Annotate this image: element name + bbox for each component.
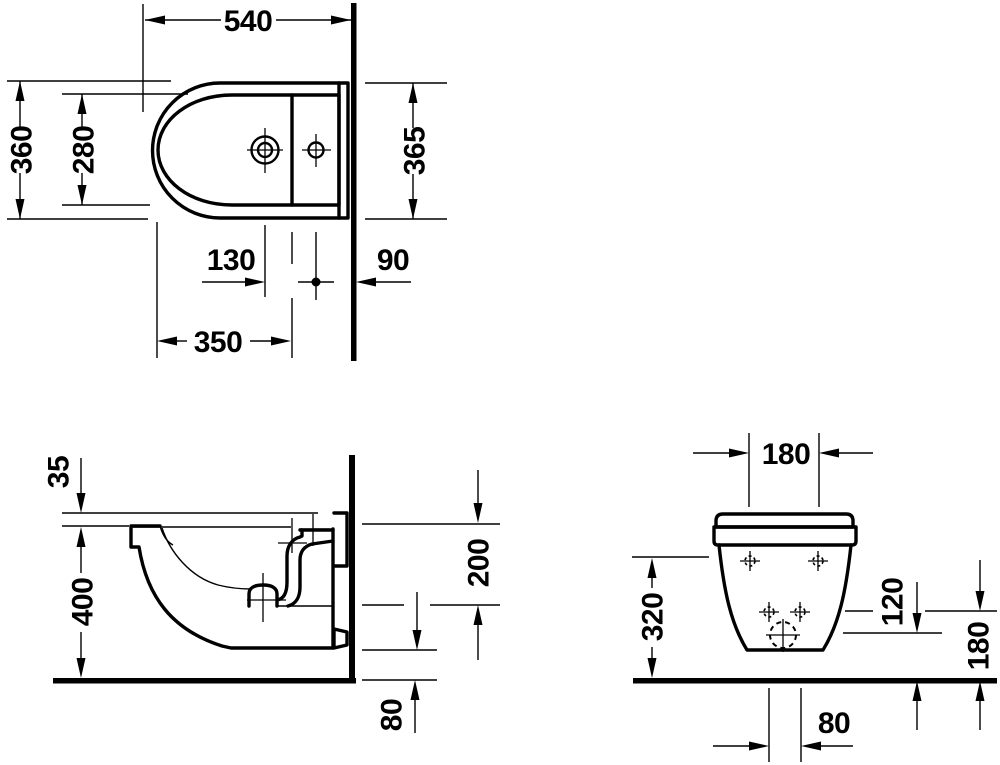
wall-section-plan [351,3,357,361]
plan-inner-width-label: 280 [68,126,101,175]
bidet-outline-plan [150,81,350,220]
dim-120: 120 [877,578,922,730]
dim-280: 280 [62,93,188,206]
front-body-height-label: 320 [637,593,670,642]
front-supply-height-label: 180 [963,622,996,671]
plan-depth-label: 540 [224,5,273,38]
small-hole [302,134,331,167]
inner-rim-outline [156,93,341,207]
bidet-front-outline [712,512,858,652]
side-drain-drop-label: 200 [463,539,496,588]
front-supply-spacing-label: 80 [818,707,850,740]
dim-200: 200 [463,470,496,660]
dim-365: 365 [365,82,447,220]
plan-overall-width-label: 360 [6,126,39,175]
dimension-dot [298,232,334,300]
floor-line-front [633,678,997,684]
dim-320: 320 [632,556,709,678]
inlet-spud [332,511,349,568]
dim-35: 35 [43,456,86,513]
plan-side-width-label: 365 [399,127,432,176]
dim-130: 130 [202,225,266,297]
plan-tap-spacing-label: 130 [207,244,256,277]
side-top-offset-label: 35 [43,456,76,488]
side-floor-gap-label: 80 [376,699,409,731]
drain-hole [766,619,800,652]
fixing-hole-left [740,551,760,571]
dim-180-top: 180 [693,433,873,507]
plan-view: 540 360 280 [6,3,447,361]
dim-80-front: 80 [713,688,853,762]
floor-line-side [53,678,356,684]
front-drain-height-label: 120 [877,578,910,627]
front-view: 180 320 120 180 [632,433,997,762]
wall-section-side [349,455,355,683]
dim-400: 400 [67,527,100,678]
fixing-hole-right [808,551,828,571]
plan-wall-clearance-label: 90 [377,244,409,277]
dim-360: 360 [6,80,171,220]
side-view: 35 400 200 80 [43,455,500,733]
dim-180-right: 180 [963,560,996,730]
dim-80-side: 80 [376,592,422,733]
supply-hole-right [790,602,810,622]
tap-hole [247,128,283,173]
dim-350: 350 [156,222,293,359]
supply-hole-left [759,602,779,622]
dim-90: 90 [356,244,411,287]
bidet-profile-side [129,511,349,650]
plan-deck-depth-label: 350 [194,326,243,359]
side-rim-height-label: 400 [67,578,100,627]
front-fixing-spacing-label: 180 [762,438,811,471]
lower-bracket [332,627,349,650]
